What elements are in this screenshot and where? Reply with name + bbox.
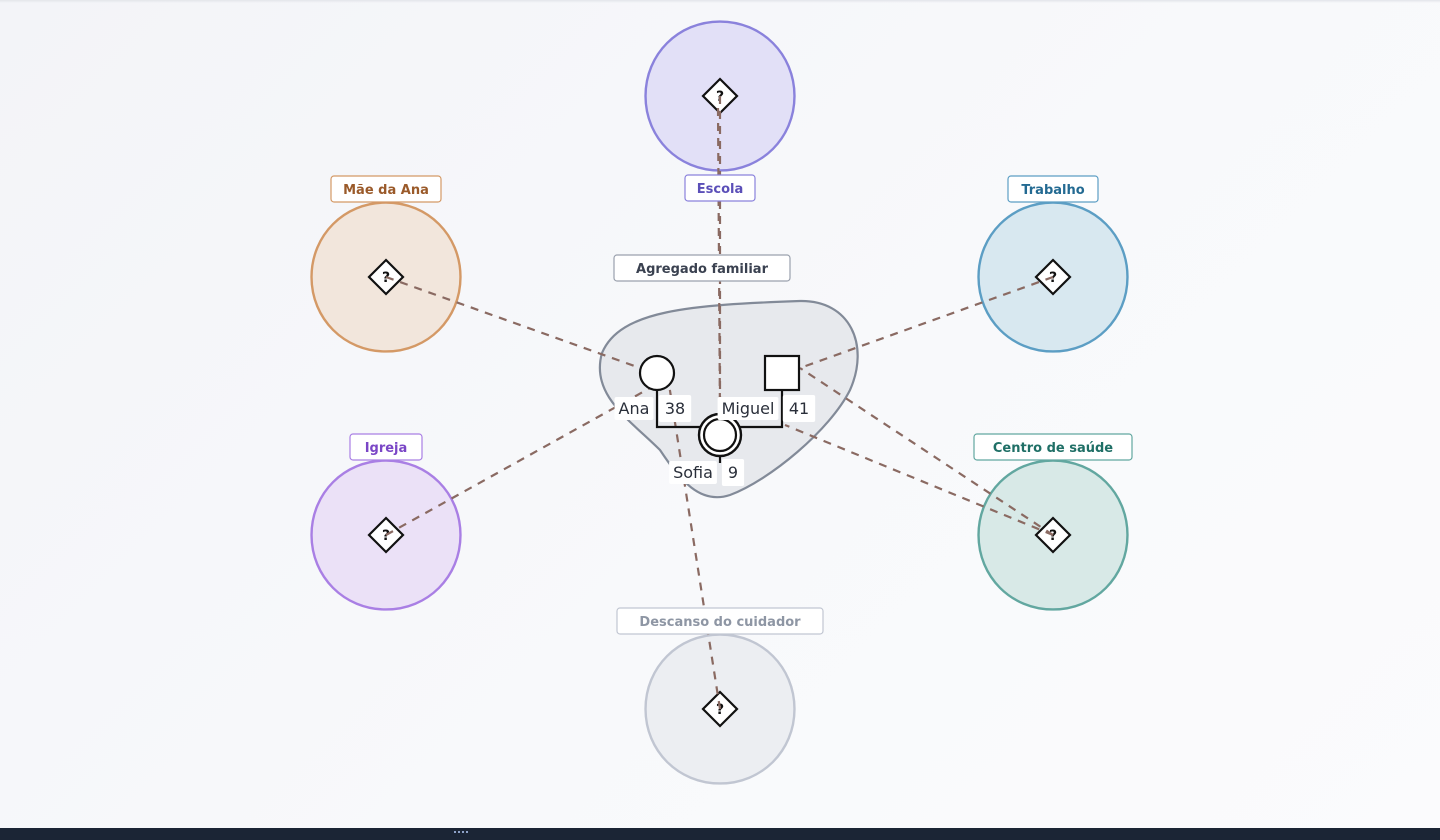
system-igreja-label[interactable]: Igreja <box>349 433 423 461</box>
connection-mae-da-ana[interactable] <box>385 275 669 380</box>
system-centro-de-saude-unknown-node-label: ? <box>1049 528 1057 544</box>
person-sofia-age-bg <box>721 459 745 486</box>
person-ana-symbol <box>638 354 676 392</box>
people-layer <box>638 354 801 463</box>
system-igreja-unknown-node-label: ? <box>382 528 390 544</box>
person-ana-name: Ana <box>619 399 650 418</box>
system-descanso-do-cuidador-unknown-node-label: ? <box>716 702 724 718</box>
system-trabalho-label-box <box>1007 175 1099 203</box>
system-escola-label-box <box>684 174 756 202</box>
system-descanso-do-cuidador-label-box <box>616 607 824 635</box>
person-miguel-name: Miguel <box>722 399 775 418</box>
system-mae-da-ana-label-box <box>330 175 442 203</box>
system-igreja-label-text: Igreja <box>365 441 408 456</box>
person-sofia-name: Sofia <box>673 463 713 482</box>
connection-descanso-do-cuidador[interactable] <box>666 377 722 710</box>
system-descanso-do-cuidador-label[interactable]: Descanso do cuidador <box>616 607 824 635</box>
person-sofia[interactable] <box>697 412 743 458</box>
person-ana-age-bg <box>658 395 692 422</box>
system-trabalho-label-text: Trabalho <box>1021 183 1084 198</box>
household-label-text: Agregado familiar <box>636 262 769 277</box>
person-sofia-symbol <box>702 417 738 453</box>
system-mae-da-ana-label[interactable]: Mãe da Ana <box>330 175 442 203</box>
system-mae-da-ana-label-text: Mãe da Ana <box>343 183 429 198</box>
system-centro-de-saude-label-text: Centro de saúde <box>993 441 1113 456</box>
system-escola-label-text: Escola <box>697 182 743 197</box>
person-miguel-age-bg <box>782 395 816 422</box>
bottom-bar <box>0 828 1440 840</box>
person-ana[interactable] <box>638 354 676 392</box>
person-ana-name-bg <box>614 397 654 420</box>
bottom-bar-mark <box>454 831 468 837</box>
person-ana-age: 38 <box>665 399 685 418</box>
system-escola-label[interactable]: Escola <box>684 174 756 202</box>
system-igreja-label-box <box>349 433 423 461</box>
household-label-box <box>613 254 791 282</box>
person-miguel[interactable] <box>763 354 801 392</box>
person-miguel-symbol <box>763 354 801 392</box>
system-centro-de-saude-label[interactable]: Centro de saúde <box>973 433 1133 461</box>
connection-centro-de-saude[interactable] <box>799 367 1054 536</box>
system-centro-de-saude-label-box <box>973 433 1133 461</box>
person-miguel-age: 41 <box>789 399 809 418</box>
connection-centro-de-saude-secondary[interactable] <box>784 423 1054 537</box>
system-trabalho-label[interactable]: Trabalho <box>1007 175 1099 203</box>
household-label[interactable]: Agregado familiar <box>613 254 791 282</box>
system-descanso-do-cuidador-label-text: Descanso do cuidador <box>639 615 801 630</box>
person-miguel-name-bg <box>717 397 779 420</box>
top-shadow <box>0 0 1440 3</box>
person-sofia-age: 9 <box>728 463 738 482</box>
person-sofia-name-bg <box>669 461 717 484</box>
